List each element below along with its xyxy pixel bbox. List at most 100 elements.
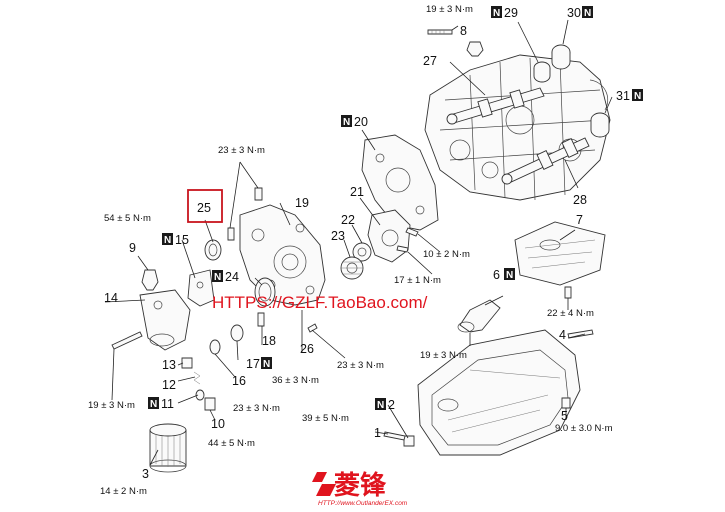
part-number-19: 19 [295,196,309,210]
watermark-url: HTTPS://GZLF.TaoBao.com/ [212,293,428,312]
part-number-20: 20 [354,115,368,129]
oil-filter-3 [149,423,187,473]
o-ring-17 [230,324,244,342]
oil-pressure-switch-9 [141,269,159,291]
badge-letter: N [634,91,641,102]
part-number-29: 29 [504,6,518,20]
badge-letter: N [506,270,513,281]
oil-pan-bolt-4 [567,329,594,339]
leader-lines [104,19,613,466]
bracket-bolt-14 [111,331,143,350]
relief-spring-12 [193,371,201,385]
oil-seal-25 [204,239,222,261]
bolt-22nm [564,286,572,299]
part-number-7: 7 [576,213,583,227]
brand-logo [312,472,336,496]
torque-label-9: 54 ± 5 N·m [104,213,151,224]
plug-29 [466,41,484,57]
balance-shaft-28 [501,137,590,185]
torque-label-pump-17: 17 ± 1 N·m [394,275,441,286]
part-number-16: 16 [232,374,246,388]
part-number-17: 17 [246,357,260,371]
bolt-23nm-lower [307,323,318,333]
new-part-badge [261,357,272,369]
torque-label-8: 19 ± 3 N·m [426,4,473,15]
part-number-2: 2 [388,398,395,412]
new-part-badge [162,233,173,245]
oil-strainer-6 [457,299,501,333]
torque-label-5: 9.0 ± 3.0 N·m [555,423,613,434]
new-part-badge [212,270,223,282]
part-number-24: 24 [225,270,239,284]
part-number-4: 4 [559,328,566,342]
part-number-14: 14 [104,291,118,305]
badge-letter: N [343,117,350,128]
bolt-18 [257,312,265,327]
part-number-10: 10 [211,417,225,431]
torque-label-6: 19 ± 3 N·m [420,350,467,361]
drain-bolt-1 [383,431,406,441]
bolt-8 [427,29,453,35]
part-number-21: 21 [350,185,364,199]
part-number-12: 12 [162,378,176,392]
torque-label-10: 44 ± 5 N·m [208,438,255,449]
part-number-3: 3 [142,467,149,481]
o-ring-16 [209,339,221,355]
highlight-box-25 [187,189,223,223]
new-part-badge [375,398,386,410]
rear-plate-20 [361,134,439,231]
new-part-badge [341,115,352,127]
badge-letter: N [263,359,270,370]
part-number-11: 11 [161,397,174,411]
bearing-29-ring [533,61,551,83]
relief-plug-13 [181,357,193,369]
part-number-8: 8 [460,24,467,38]
oil-filter-bracket-14 [139,289,191,351]
part-number-28: 28 [573,193,587,207]
brand-url: HTTP://www.OutlanderEX.com [318,500,408,507]
torque-label-22: 22 ± 4 N·m [547,308,594,319]
part-number-9: 9 [129,241,136,255]
part-number-22: 22 [341,213,355,227]
badge-letter: N [150,399,157,410]
torque-label-cover-bolts: 23 ± 3 N·m [218,145,265,156]
new-part-badge [148,397,159,409]
torque-label-18: 36 ± 3 N·m [272,375,319,386]
badge-letter: N [584,8,591,19]
part-number-31: 31 [616,89,630,103]
torque-label-16: 23 ± 3 N·m [233,403,280,414]
pump-bolt-10nm [405,227,419,237]
part-number-15: 15 [175,233,189,247]
badge-letter: N [493,8,500,19]
part-number-1: 1 [374,426,381,440]
part-number-18: 18 [262,334,276,348]
pump-gear-23 [340,256,364,280]
badge-letter: N [214,272,221,283]
front-case-19 [239,204,326,306]
pump-bolt-17nm [396,245,409,253]
torque-label-26: 23 ± 3 N·m [337,360,384,371]
plug-10 [204,397,216,411]
drain-plug-2 [403,435,415,447]
balance-shaft-27 [446,87,545,125]
oil-pan-4 [417,329,581,456]
bearing-30 [551,44,571,70]
gasket-24 [254,277,276,307]
part-number-26: 26 [300,342,314,356]
badge-letter: N [377,400,384,411]
part-number-23: 23 [331,229,345,243]
torque-label-1: 39 ± 5 N·m [302,413,349,424]
part-number-25: 25 [197,201,211,215]
new-part-badge [632,89,643,101]
new-part-badge [582,6,593,18]
front-case-bolts [227,187,263,241]
relief-plunger-11 [195,389,205,401]
badge-letter: N [164,235,171,246]
new-part-badge [491,6,502,18]
drain-plug-5 [561,397,571,409]
torque-label-3: 14 ± 2 N·m [100,486,147,497]
part-number-30: 30 [567,6,581,20]
torque-label-pump-10: 10 ± 2 N·m [423,249,470,260]
bearing-31 [590,112,610,138]
